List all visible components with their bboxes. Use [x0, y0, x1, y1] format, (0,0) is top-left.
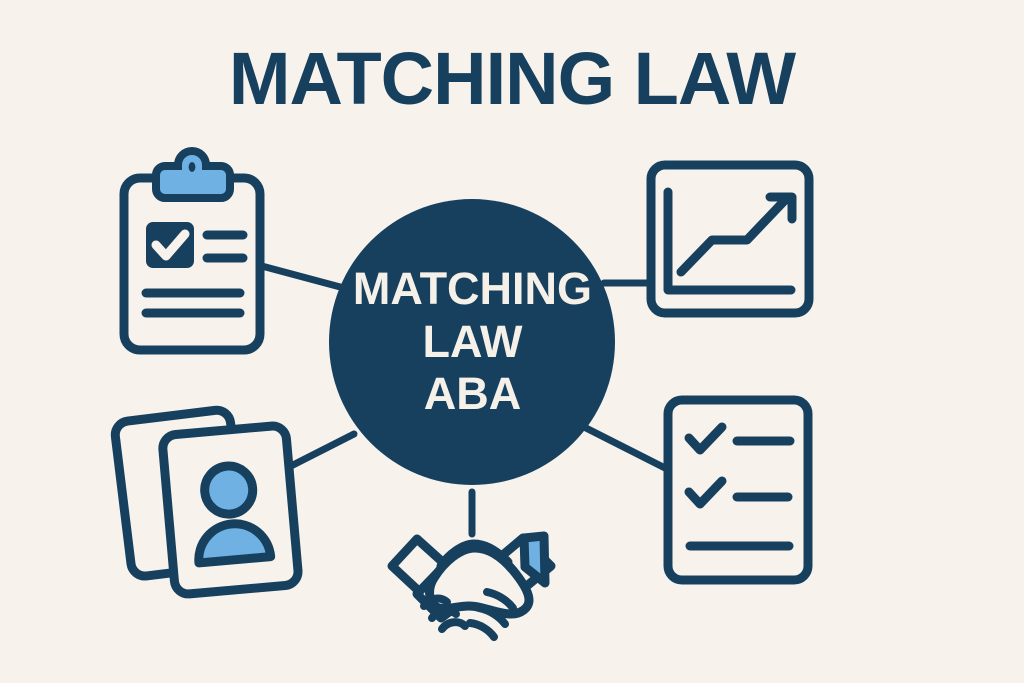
- growth-chart-icon[interactable]: [646, 160, 814, 318]
- clipboard-clip-hole: [188, 162, 196, 172]
- handshake-right-cuff: [519, 531, 550, 588]
- handshake-right-finger-2: [475, 604, 509, 628]
- handshake-left-finger-1: [420, 594, 451, 610]
- handshake-left-finger-2: [428, 606, 460, 622]
- connector-checklist-document: [582, 424, 671, 473]
- clipboard-checklist-icon[interactable]: [119, 147, 265, 355]
- page-title: MATCHING LAW: [228, 37, 796, 120]
- checklist-document-icon[interactable]: [663, 395, 813, 585]
- avatar-body-icon: [194, 519, 276, 568]
- avatar-head-icon: [200, 461, 258, 519]
- clipboard-clip-tab: [174, 147, 210, 170]
- growth-chart-trend-line: [676, 193, 792, 277]
- clipboard-checkmark-icon: [151, 229, 190, 261]
- id-cards-person-icon[interactable]: [110, 405, 303, 599]
- connector-id-cards: [287, 430, 358, 470]
- checklist-checkmark-icon-1: [684, 422, 727, 455]
- growth-chart-axes: [663, 187, 796, 295]
- checklist-checkmark-icon-2: [684, 476, 727, 509]
- growth-chart-arrow-icon: [765, 192, 797, 224]
- connector-clipboard: [254, 261, 348, 292]
- handshake-right-finger-3: [466, 619, 498, 641]
- handshake-icon[interactable]: [387, 531, 556, 641]
- handshake-left-finger-3: [438, 618, 469, 633]
- hub-circle[interactable]: [329, 199, 615, 485]
- handshake-right-finger-1: [483, 588, 517, 612]
